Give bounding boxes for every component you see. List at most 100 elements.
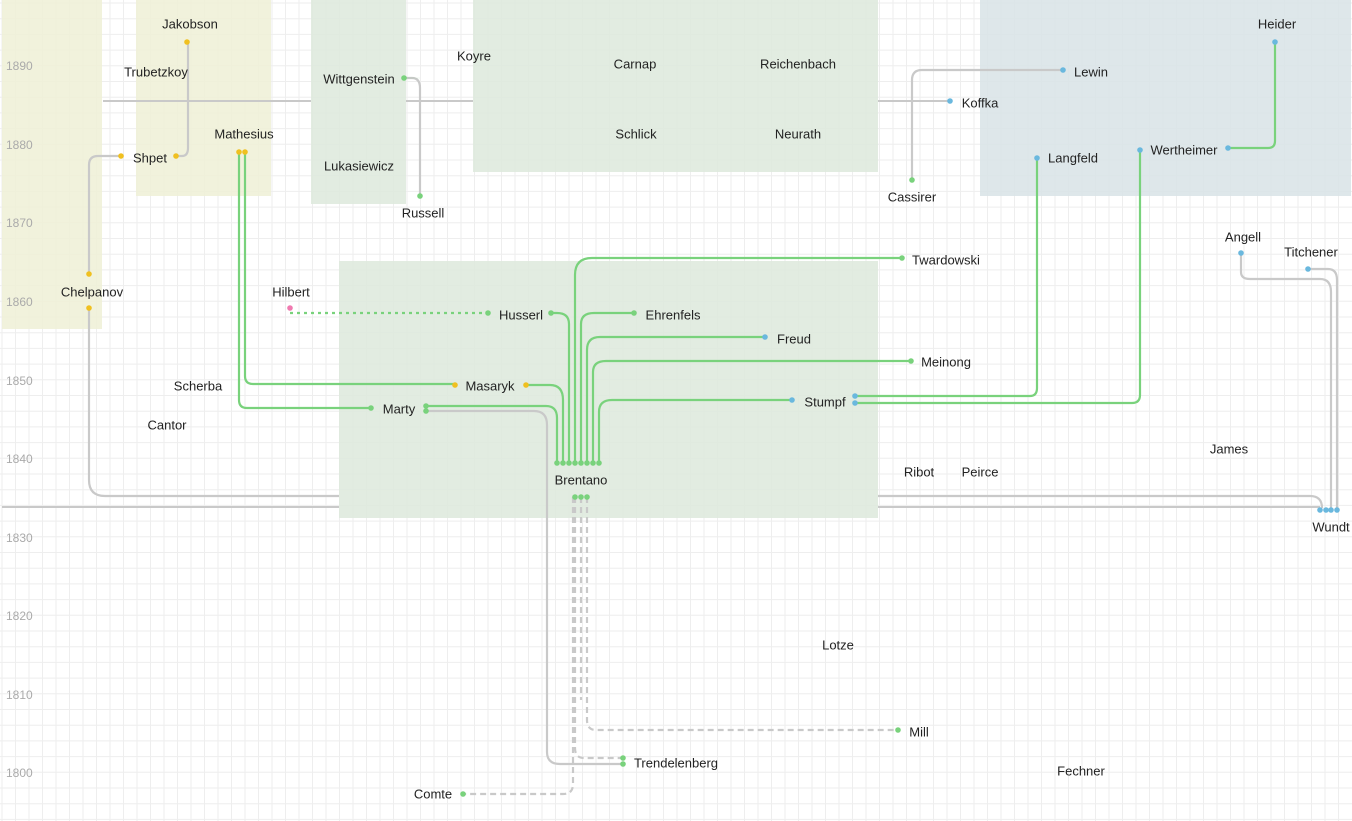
link-endpoint [368, 405, 374, 411]
person-koyre[interactable]: Koyre [457, 48, 491, 64]
link-endpoint [452, 382, 458, 388]
influence-link [526, 383, 565, 463]
link-endpoint [590, 460, 596, 466]
influence-link [1228, 42, 1277, 150]
link-endpoint [1305, 266, 1311, 272]
influence-link [579, 311, 634, 463]
person-meinong[interactable]: Meinong [921, 354, 971, 370]
link-endpoint [173, 153, 179, 159]
person-carnap[interactable]: Carnap [613, 56, 657, 72]
person-twardowski[interactable]: Twardowski [912, 252, 980, 268]
link-endpoint [899, 255, 905, 261]
person-lukasiewicz[interactable]: Lukasiewicz [323, 158, 395, 174]
link-endpoint [572, 460, 578, 466]
influence-link [1308, 267, 1339, 510]
year-label: 1810 [6, 688, 33, 702]
person-reichenbach[interactable]: Reichenbach [760, 56, 836, 72]
person-trubetzkoy[interactable]: Trubetzkoy [124, 64, 188, 80]
person-lewin[interactable]: Lewin [1074, 64, 1108, 80]
link-endpoint [1328, 507, 1334, 513]
influence-link [573, 256, 902, 463]
link-endpoint [947, 98, 953, 104]
year-label: 1800 [6, 766, 33, 780]
influence-link [597, 398, 792, 463]
person-husserl[interactable]: Husserl [498, 307, 544, 323]
influence-link [878, 494, 1324, 509]
person-peirce[interactable]: Peirce [961, 464, 999, 480]
person-comte[interactable]: Comte [413, 786, 453, 802]
influence-link [404, 76, 422, 196]
year-label: 1890 [6, 59, 33, 73]
person-schlick[interactable]: Schlick [615, 126, 657, 142]
person-fechner[interactable]: Fechner [1057, 763, 1105, 779]
link-endpoint [118, 153, 124, 159]
link-endpoint [895, 727, 901, 733]
year-label: 1870 [6, 216, 33, 230]
person-james[interactable]: James [1209, 441, 1249, 457]
person-marty[interactable]: Marty [382, 401, 416, 417]
link-endpoint [620, 761, 626, 767]
person-mathesius[interactable]: Mathesius [214, 126, 274, 142]
person-ribot[interactable]: Ribot [903, 464, 935, 480]
person-wundt[interactable]: Wundt [1312, 519, 1350, 535]
influence-link [591, 359, 911, 463]
influence-link [176, 42, 190, 158]
person-trendelenberg[interactable]: Trendelenberg [633, 755, 719, 771]
influence-link [551, 311, 571, 463]
person-wittgenstein[interactable]: Wittgenstein [323, 71, 395, 87]
person-cantor[interactable]: Cantor [147, 417, 187, 433]
person-heider[interactable]: Heider [1257, 16, 1297, 32]
link-endpoint [631, 310, 637, 316]
person-chelpanov[interactable]: Chelpanov [60, 284, 124, 300]
year-label: 1860 [6, 295, 33, 309]
region-lwow-warsaw [311, 0, 406, 204]
link-endpoint [620, 755, 626, 761]
link-endpoint [1137, 147, 1143, 153]
region-gestalt [980, 0, 1351, 196]
link-endpoint [86, 305, 92, 311]
person-wertheimer[interactable]: Wertheimer [1150, 142, 1218, 158]
link-endpoint [184, 39, 190, 45]
person-mill[interactable]: Mill [909, 724, 929, 740]
influence-link [426, 404, 559, 463]
person-langfeld[interactable]: Langfeld [1048, 150, 1098, 166]
person-stumpf[interactable]: Stumpf [804, 394, 846, 410]
person-angell[interactable]: Angell [1224, 229, 1262, 245]
influence-link [1239, 253, 1333, 510]
person-masaryk[interactable]: Masaryk [465, 378, 515, 394]
link-endpoint [417, 193, 423, 199]
person-jakobson[interactable]: Jakobson [162, 16, 218, 32]
link-endpoint [401, 75, 407, 81]
link-endpoint [423, 403, 429, 409]
person-shpet[interactable]: Shpet [133, 150, 167, 166]
link-endpoint [554, 460, 560, 466]
person-ehrenfels[interactable]: Ehrenfels [645, 307, 701, 323]
person-scherba[interactable]: Scherba [173, 378, 223, 394]
region-vienna-circle [473, 0, 878, 172]
link-endpoint [1272, 39, 1278, 45]
influence-link [573, 497, 623, 760]
year-label: 1850 [6, 374, 33, 388]
person-titchener[interactable]: Titchener [1284, 244, 1338, 260]
person-neurath[interactable]: Neurath [774, 126, 822, 142]
person-cassirer[interactable]: Cassirer [887, 189, 937, 205]
link-endpoint [1317, 507, 1323, 513]
link-endpoint [852, 393, 858, 399]
link-endpoint [560, 460, 566, 466]
person-freud[interactable]: Freud [777, 331, 811, 347]
link-endpoint [572, 494, 578, 500]
link-endpoint [1225, 145, 1231, 151]
link-endpoint [86, 271, 92, 277]
person-hilbert[interactable]: Hilbert [272, 284, 310, 300]
person-lotze[interactable]: Lotze [822, 637, 854, 653]
influence-link [426, 409, 623, 766]
link-endpoint [423, 408, 429, 414]
year-label: 1830 [6, 531, 33, 545]
person-koffka[interactable]: Koffka [961, 95, 999, 111]
person-russell[interactable]: Russell [401, 205, 445, 221]
influence-link [243, 152, 455, 386]
person-brentano[interactable]: Brentano [554, 472, 608, 488]
link-endpoint [762, 334, 768, 340]
link-endpoint [1238, 250, 1244, 256]
